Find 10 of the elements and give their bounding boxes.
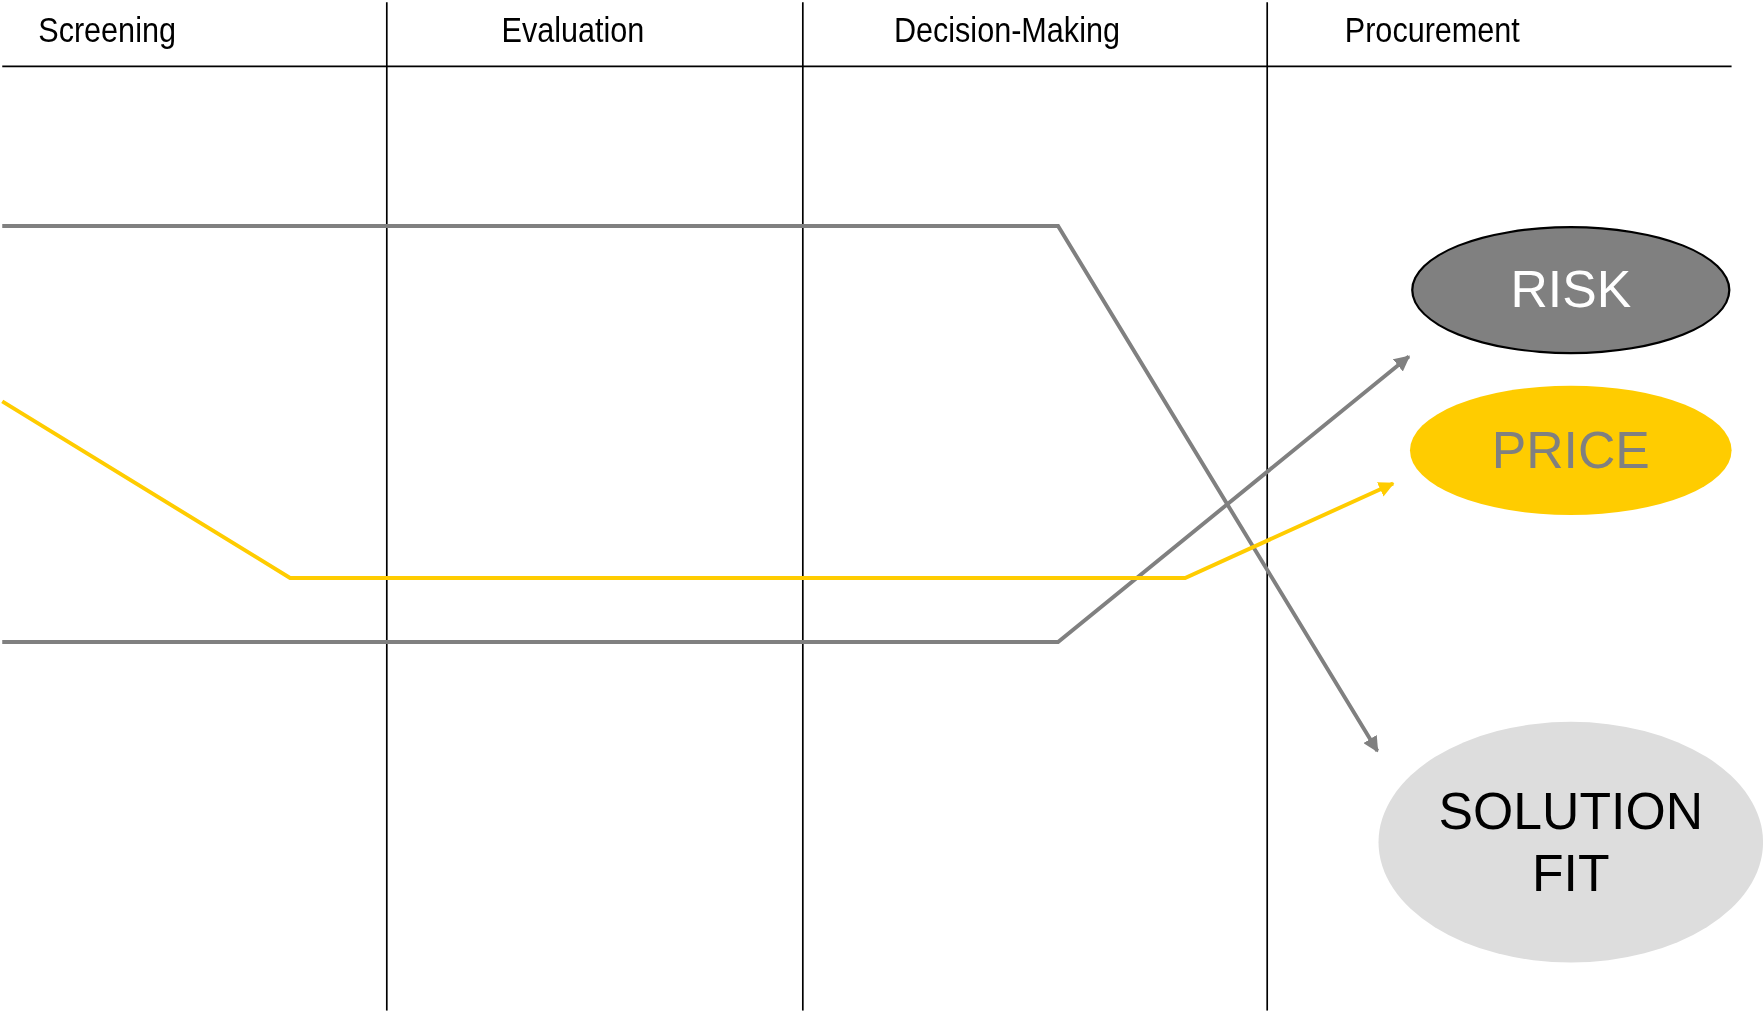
column-header: Evaluation [501, 9, 645, 51]
arrow [2, 224, 1380, 753]
node-label: SOLUTION FIT [1437, 780, 1704, 904]
column-header: Decision-Making [893, 9, 1120, 51]
arrow [1, 399, 1395, 580]
node-label: PRICE [1491, 419, 1650, 481]
arrow [2, 354, 1411, 644]
node-label: RISK [1510, 259, 1632, 321]
column-header: Screening [38, 9, 176, 51]
column-header: Procurement [1344, 9, 1520, 51]
